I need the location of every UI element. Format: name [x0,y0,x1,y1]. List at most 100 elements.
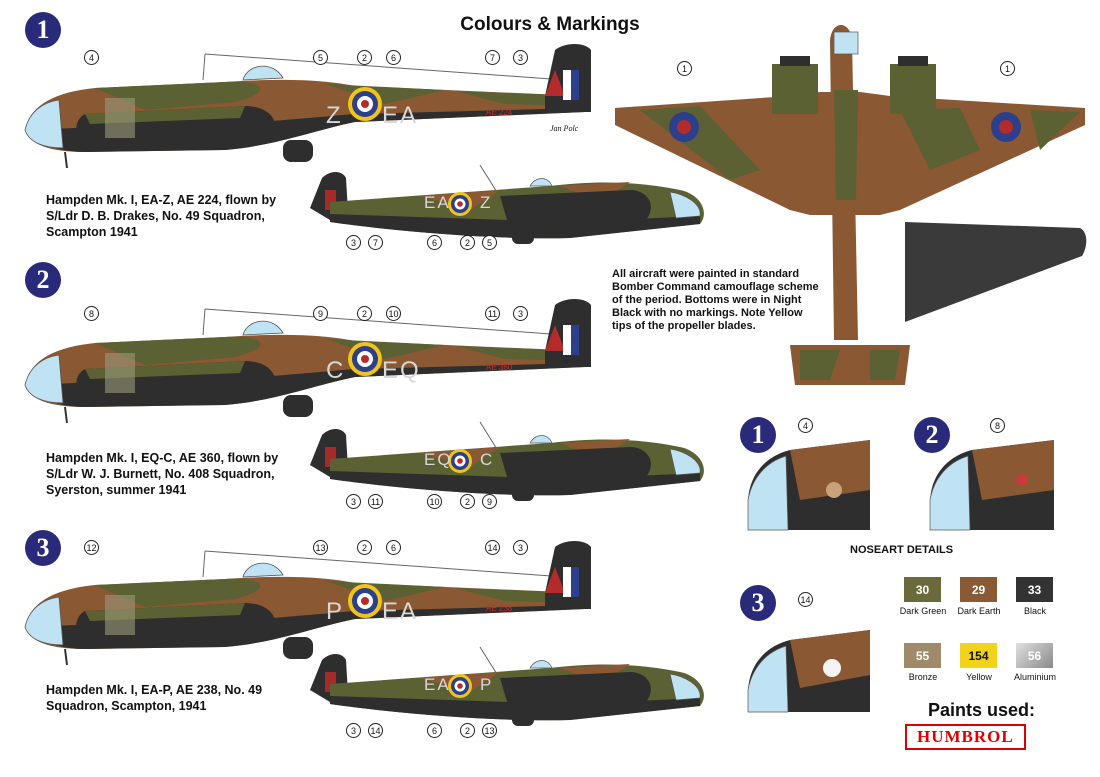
variant-2-badge: 2 [25,262,61,298]
callout-number: 6 [386,50,401,65]
callout-number: 2 [357,50,372,65]
callout-number: 9 [313,306,328,321]
callout-number: 3 [346,494,361,509]
caption-1-line: Scampton 1941 [46,225,138,239]
swatch-label: Dark Earth [957,606,1001,616]
variant-3-badge: 3 [25,530,61,566]
side-view-1-right [309,164,705,245]
callout-number: 3 [513,540,528,555]
code-left-3: P [326,598,345,625]
callout-number: 2 [460,494,475,509]
callout-number: 2 [357,540,372,555]
callout-number: 12 [84,540,99,555]
noseart-1-badge: 1 [740,417,776,453]
callout-number: 4 [84,50,99,65]
callout-number: 5 [313,50,328,65]
small-code-right-3: P [480,675,492,694]
side-view-3 [24,540,592,666]
callout-number: 13 [482,723,497,738]
callout-number: 8 [84,306,99,321]
caption-3-line: Squadron, Scampton, 1941 [46,699,207,713]
paint-swatch: 56 Aluminium [1014,643,1065,682]
serial-3: AE 238 [486,604,513,613]
callout-number: 14 [798,592,813,607]
code-right-1: EA [382,102,419,129]
paint-swatch: 30 Dark Green [900,577,953,616]
artist-signature: Jan Polc [550,124,579,133]
paints-used-label: Paints used: [928,700,1036,720]
caption-3: Hampden Mk. I, EA-P, AE 238, No. 49 Squa… [46,682,262,714]
callout-number: 13 [313,540,328,555]
caption-1-line: Hampden Mk. I, EA-Z, AE 224, flown by [46,193,277,207]
side-view-2 [24,298,592,424]
note-line: Bomber Command camouflage scheme [612,281,819,293]
note-line: Black with no markings. Note Yellow [612,307,803,319]
callout-number: 6 [427,723,442,738]
code-left-1: Z [326,102,343,129]
swatch-box: 56 [1016,643,1053,668]
swatch-box: 55 [904,643,941,668]
small-code-right-2: C [480,450,493,469]
callout-number: 3 [513,50,528,65]
note-line: tips of the propeller blades. [612,320,756,332]
caption-1: Hampden Mk. I, EA-Z, AE 224, flown by S/… [46,192,276,240]
callout-number: 2 [460,723,475,738]
callout-number: 10 [427,494,442,509]
side-view-2-right [309,421,705,502]
caption-2-line: Hampden Mk. I, EQ-C, AE 360, flown by [46,451,279,465]
side-view-1 [24,43,592,169]
caption-2: Hampden Mk. I, EQ-C, AE 360, flown by S/… [46,450,278,498]
callout-number: 7 [368,235,383,250]
variant-1-badge: 1 [25,12,61,48]
paint-swatch: 33 Black [1016,577,1065,616]
callout-number: 1 [1000,61,1015,76]
humbrol-logo: HUMBROL [905,724,1026,750]
callout-number: 2 [460,235,475,250]
code-left-2: C [326,357,346,384]
swatch-box: 33 [1016,577,1053,602]
paint-swatch: 154 Yellow [960,643,1009,682]
paint-swatch: 55 Bronze [904,643,953,682]
swatch-label: Dark Green [899,606,947,616]
small-code-left-2: EQ [424,450,453,469]
callout-number: 3 [346,235,361,250]
caption-3-line: Hampden Mk. I, EA-P, AE 238, No. 49 [46,683,263,697]
swatch-box: 29 [960,577,997,602]
swatch-label: Yellow [966,672,992,682]
small-code-right-1: Z [480,193,491,212]
callout-number: 2 [357,306,372,321]
serial-1: AE 224 [486,108,513,117]
note-line: of the period. Bottoms were in Night [612,294,802,306]
callout-number: 3 [346,723,361,738]
swatch-label: Bronze [908,672,938,682]
paint-swatch: 29 Dark Earth [957,577,1009,616]
caption-2-line: S/Ldr W. J. Burnett, No. 408 Squadron, [46,467,275,481]
small-code-left-1: EA [424,193,451,212]
code-right-2: EQ [382,357,421,384]
callout-number: 6 [386,540,401,555]
swatch-box: 154 [960,643,997,668]
caption-2-line: Syerston, summer 1941 [46,483,187,497]
caption-1-line: S/Ldr D. B. Drakes, No. 49 Squadron, [46,209,265,223]
swatch-label: Aluminium [1013,672,1056,682]
callout-number: 9 [482,494,497,509]
small-code-left-3: EA [424,675,451,694]
noseart-panels [747,440,1054,713]
callout-number: 11 [485,306,500,321]
swatch-label: Black [1023,606,1046,616]
callout-number: 4 [798,418,813,433]
page-title: Colours & Markings [460,14,640,35]
callout-number: 6 [427,235,442,250]
noseart-heading: NOSEART DETAILS [850,544,954,556]
side-view-3-right [309,646,705,727]
callout-number: 8 [990,418,1005,433]
callout-number: 11 [368,494,383,509]
callout-number: 14 [485,540,500,555]
callout-number: 14 [368,723,383,738]
camouflage-note: All aircraft were painted in standard Bo… [612,268,819,333]
note-line: All aircraft were painted in standard [612,268,800,280]
noseart-2-badge: 2 [914,417,950,453]
callout-number: 5 [482,235,497,250]
serial-2: AE 360 [486,363,513,372]
